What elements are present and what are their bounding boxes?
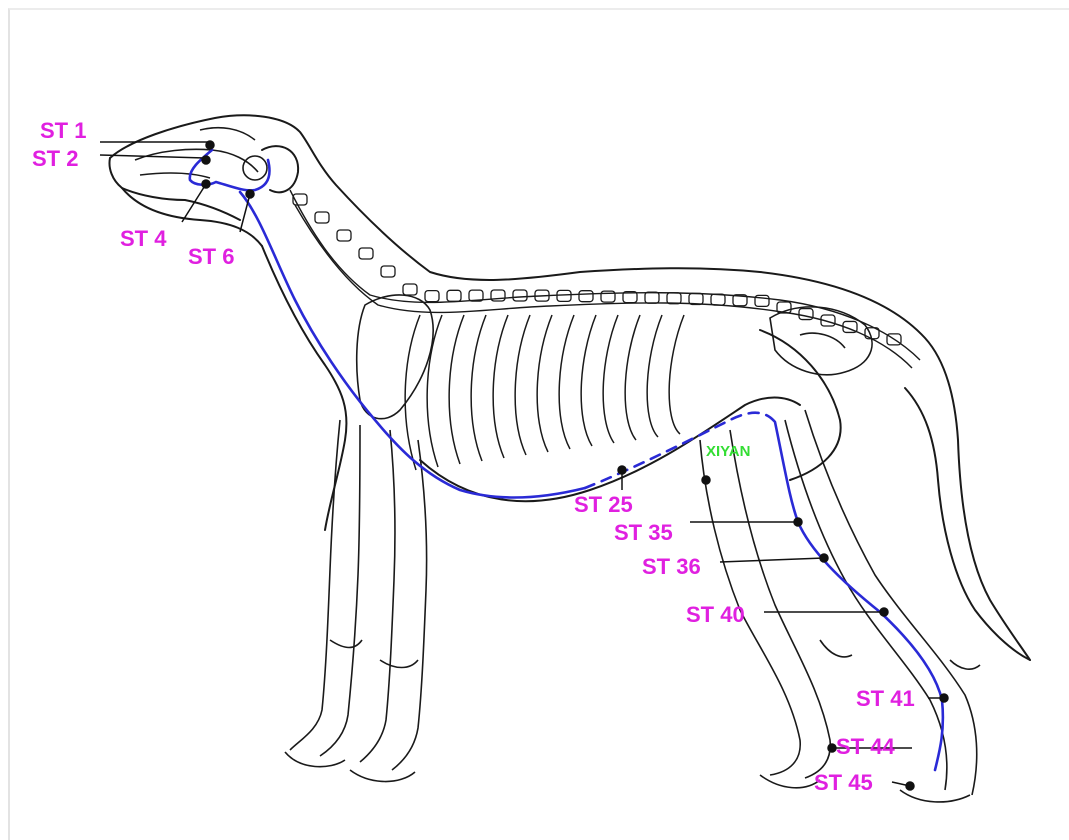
vertebra [579,291,593,302]
acupoint-st1 [206,141,214,149]
acupoint-xiyan [702,476,710,484]
rib [603,315,618,443]
label-st44: ST 44 [836,734,895,759]
vertebra [689,293,703,304]
dog-tail-underside [905,388,1030,660]
acupoint-st40 [880,608,888,616]
dog-front-legs [285,420,427,782]
acupoint-st25 [618,466,626,474]
rib [471,315,486,461]
dog-muzzle [110,158,241,220]
vertebra [513,290,527,301]
rib [559,315,574,449]
acupoint-st44 [828,744,836,752]
acupoint-st6 [246,190,254,198]
vertebra [425,291,439,302]
label-st6: ST 6 [188,244,234,269]
label-st36: ST 36 [642,554,701,579]
label-st41: ST 41 [856,686,915,711]
acupoint-st45 [906,782,914,790]
acupoint-markers [100,141,948,790]
extra-point-labels: XIYAN [706,443,750,460]
label-xiyan: XIYAN [706,443,750,460]
vertebra [447,290,461,301]
acupoint-st4 [202,180,210,188]
vertebra [315,212,329,223]
vertebra [667,293,681,304]
rib [515,315,530,455]
label-st45: ST 45 [814,770,873,795]
vertebra [359,248,373,259]
dog-skull [135,128,267,180]
rib [647,315,662,437]
label-st40: ST 40 [686,602,745,627]
rib [669,315,684,434]
stomach-meridian [190,150,943,770]
vertebra [557,290,571,301]
acupoint-st35 [794,518,802,526]
vertebra [381,266,395,277]
dog-vertebrae [293,194,901,345]
rib [625,315,640,440]
vertebra [645,292,659,303]
dog-spine [290,190,920,368]
rib [581,315,596,446]
vertebra [403,284,417,295]
label-st2: ST 2 [32,146,78,171]
label-st35: ST 35 [614,520,673,545]
label-st1: ST 1 [40,118,86,143]
vertebra [711,294,725,305]
rib [537,315,552,452]
label-st25: ST 25 [574,492,633,517]
meridian-neck-trunk [240,192,585,497]
dog-scapula [357,295,433,419]
dog-ribcage [405,315,684,470]
label-st4: ST 4 [120,226,167,251]
rib [427,315,442,467]
acupoint-st36 [820,554,828,562]
vertebra [337,230,351,241]
acupoint-st41 [940,694,948,702]
acupoint-st2 [202,156,210,164]
rib [493,315,508,458]
rib [449,315,464,464]
